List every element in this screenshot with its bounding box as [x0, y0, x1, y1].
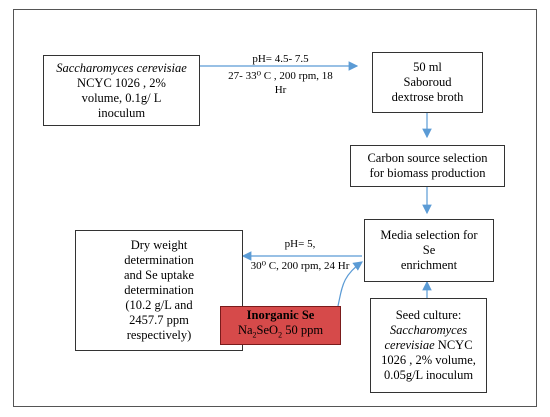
- dry-line7: respectively): [126, 328, 192, 342]
- dry-line1: Dry weight: [130, 238, 188, 252]
- dry-line3: and Se uptake: [123, 268, 195, 282]
- media-line3: enrichment: [400, 258, 458, 272]
- seed-line5: 0.05g/L inoculum: [383, 368, 474, 382]
- dry-weight-box: Dry weight determination and Se uptake d…: [75, 230, 243, 351]
- dry-line5: (10.2 g/L and: [125, 298, 193, 312]
- carbon-line2: for biomass production: [369, 166, 486, 180]
- broth-name: Saboroud: [403, 75, 452, 89]
- inoculum-strain: NCYC 1026 , 2%: [77, 75, 166, 90]
- broth-type: dextrose broth: [391, 90, 464, 104]
- inorganic-title: Inorganic Se: [246, 308, 315, 323]
- media-line2: Se: [422, 243, 436, 257]
- inorganic-se-box: Inorganic Se Na2SeO2 50 ppm: [220, 306, 341, 345]
- media-line1: Media selection for: [380, 228, 478, 242]
- inoculum-volume: volume, 0.1g/ L: [81, 90, 162, 105]
- formula-sub-na: 2: [252, 330, 257, 340]
- mid-ph: pH= 5,: [284, 238, 316, 250]
- dry-line2: determination: [124, 253, 194, 267]
- seed-line2: Saccharomyces: [389, 323, 468, 337]
- carbon-source-box: Carbon source selection for biomass prod…: [350, 145, 505, 187]
- inoculum-organism: Saccharomyces cerevisiae: [56, 60, 187, 75]
- seed-culture-box: Seed culture: Saccharomyces cerevisiae N…: [370, 298, 487, 393]
- formula-seo: SeO: [256, 323, 279, 338]
- inorganic-compound: Na2SeO2 50 ppm: [238, 323, 323, 343]
- top-ph: pH= 4.5- 7.5: [252, 53, 309, 65]
- top-hours: Hr: [274, 84, 287, 96]
- mid-temp-rpm: 30⁰ C, 200 rpm, 24 Hr: [250, 260, 350, 272]
- broth-volume: 50 ml: [413, 60, 442, 74]
- top-conditions-label: pH= 4.5- 7.5 27- 33⁰ C , 200 rpm, 18 Hr: [208, 52, 353, 97]
- carbon-line1: Carbon source selection: [367, 151, 488, 165]
- formula-na: Na: [237, 323, 253, 338]
- inoculum-label: inoculum: [97, 105, 146, 120]
- mid-conditions-label: pH= 5, 30⁰ C, 200 rpm, 24 Hr: [238, 237, 362, 273]
- dry-line6: 2457.7 ppm: [129, 313, 189, 327]
- media-selection-box: Media selection for Se enrichment: [364, 219, 494, 282]
- formula-concentration: 50 ppm: [282, 323, 324, 338]
- arrow-inorganic-to-media: [337, 261, 363, 307]
- formula-sub-o: 2: [278, 330, 283, 340]
- top-temp-rpm: 27- 33⁰ C , 200 rpm, 18: [228, 70, 333, 82]
- dry-line4: determination: [124, 283, 194, 297]
- seed-line1: Seed culture:: [395, 308, 462, 322]
- inoculum-box: Saccharomyces cerevisiae NCYC 1026 , 2% …: [43, 55, 200, 126]
- seed-line4: 1026 , 2% volume,: [381, 353, 476, 367]
- broth-box: 50 ml Saboroud dextrose broth: [372, 52, 483, 113]
- seed-line3: cerevisiae NCYC: [384, 338, 473, 352]
- diagram-frame: [13, 9, 537, 407]
